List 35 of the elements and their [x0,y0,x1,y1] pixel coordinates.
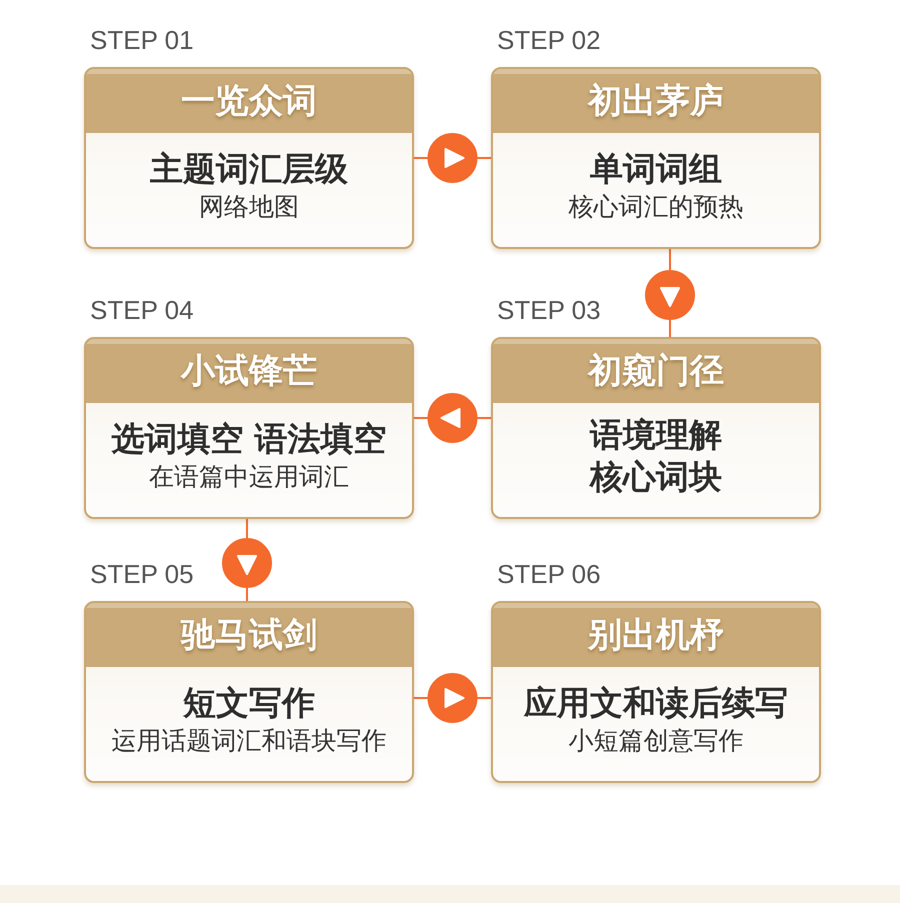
step-label: STEP 01 [90,25,194,55]
topic-text: 核心词块 [590,456,722,498]
description-text: 小短篇创意写作 [568,725,744,757]
step-label: STEP 04 [90,295,194,325]
step-label: STEP 02 [497,25,601,55]
arrow-circle [413,393,492,443]
step-label: STEP 05 [90,559,194,589]
step-card [84,67,414,249]
topic-text: 短文写作 [183,682,315,724]
step-card [491,601,821,783]
step-card [491,337,821,519]
topic-text: 应用文和读后续写 [524,682,788,724]
step-card [84,601,414,783]
step-card [84,337,414,519]
card-header: 别出机杼 [493,603,819,667]
card-header: 初窥门径 [493,339,819,403]
topic-text: 主题词汇层级 [150,148,348,190]
description-text: 网络地图 [199,191,299,223]
card-header: 一览众词 [86,69,412,133]
arrow-circle [222,518,272,602]
arrow-circle [413,133,492,183]
topic-text: 单词词组 [590,148,722,190]
description-text: 核心词汇的预热 [568,191,744,223]
card-header: 小试锋芒 [86,339,412,403]
step-card [491,67,821,249]
step-label: STEP 03 [497,295,601,325]
card-header: 初出茅庐 [493,69,819,133]
step-label: STEP 06 [497,559,601,589]
arrow-circle [413,673,492,723]
description-text: 在语篇中运用词汇 [149,461,349,493]
description-text: 运用话题词汇和语块写作 [112,725,386,757]
topic-text: 语境理解 [590,414,722,456]
topic-text: 选词填空 语法填空 [111,418,387,460]
arrow-circle [645,248,695,338]
card-header: 驰马试剑 [86,603,412,667]
